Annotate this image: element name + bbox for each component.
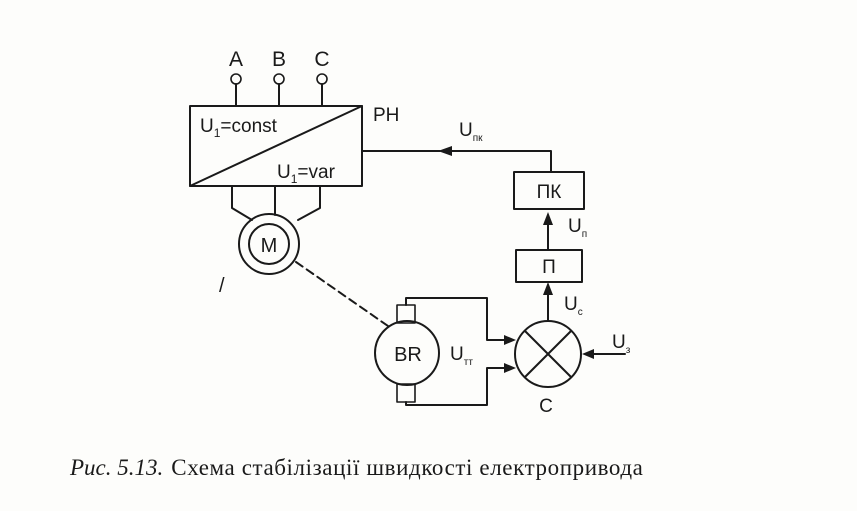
- phase-label-a: A: [229, 48, 243, 71]
- signal-u-pk-arrow: [438, 146, 452, 156]
- motor-inner-circle: [248, 223, 290, 265]
- feedback-wires: Uтт: [405, 297, 516, 406]
- comparator-to-amplifier: Uс: [543, 282, 583, 322]
- motor-label: M: [261, 235, 278, 257]
- feedback-arrow-top: [504, 335, 516, 345]
- tachogenerator-label: BR: [394, 344, 422, 366]
- signal-u-tt: Uтт: [450, 344, 473, 368]
- signal-u-z: Uз: [612, 332, 631, 356]
- motor-outer-circle: [238, 213, 300, 275]
- regulator-diagonal: [189, 105, 363, 187]
- phase-label-b: B: [272, 48, 286, 71]
- motor-wire-right: [297, 185, 321, 221]
- stray-mark: /: [219, 275, 225, 297]
- motor-wire-left: [231, 185, 253, 221]
- voltage-regulator: РН U1=const U1=var: [189, 105, 399, 187]
- feedback-wire-top: [405, 297, 508, 341]
- motor: M: [238, 213, 300, 275]
- comparator-label: C: [539, 396, 553, 417]
- terminal-a: [230, 73, 242, 85]
- converter-label: ПК: [537, 182, 562, 203]
- regulator-motor-wires: [231, 185, 321, 221]
- signal-u-c-arrow: [543, 282, 553, 295]
- phase-terminals: A B C: [229, 48, 330, 107]
- signal-u-p-arrow: [543, 212, 553, 225]
- terminal-c: [316, 73, 328, 85]
- amplifier-to-converter: Uп: [543, 212, 587, 251]
- comparator: C: [514, 320, 582, 417]
- converter-box: [513, 171, 585, 210]
- phase-label-c: C: [314, 48, 329, 71]
- regulator-label: РН: [373, 105, 399, 126]
- feedback-arrow-bottom: [504, 363, 516, 373]
- brush-bottom: [396, 383, 416, 403]
- mechanical-coupling-line: [295, 261, 389, 327]
- comparator-cross-2: [524, 330, 572, 378]
- reference-input: Uз: [582, 332, 631, 359]
- converter: ПК: [513, 171, 585, 210]
- converter-to-regulator: Uпк: [361, 120, 552, 173]
- signal-u-pk: Uпк: [459, 120, 483, 144]
- feedback-wire-bottom: [405, 367, 508, 406]
- tachogenerator-circle: [374, 320, 440, 386]
- signal-u-c: Uс: [564, 294, 583, 318]
- figure-caption: Рис. 5.13.Схема стабілізації швидкості е…: [69, 455, 643, 480]
- terminal-b: [273, 73, 285, 85]
- amplifier-label: П: [542, 257, 556, 278]
- regulator-lower-text: U1=var: [277, 162, 336, 186]
- regulator-upper-text: U1=const: [200, 116, 278, 140]
- amplifier: П: [515, 249, 583, 283]
- signal-u-pk-wire-right: [450, 150, 552, 173]
- signal-u-p: Uп: [568, 216, 587, 240]
- reference-arrow: [582, 349, 594, 359]
- tachogenerator: BR: [374, 304, 440, 403]
